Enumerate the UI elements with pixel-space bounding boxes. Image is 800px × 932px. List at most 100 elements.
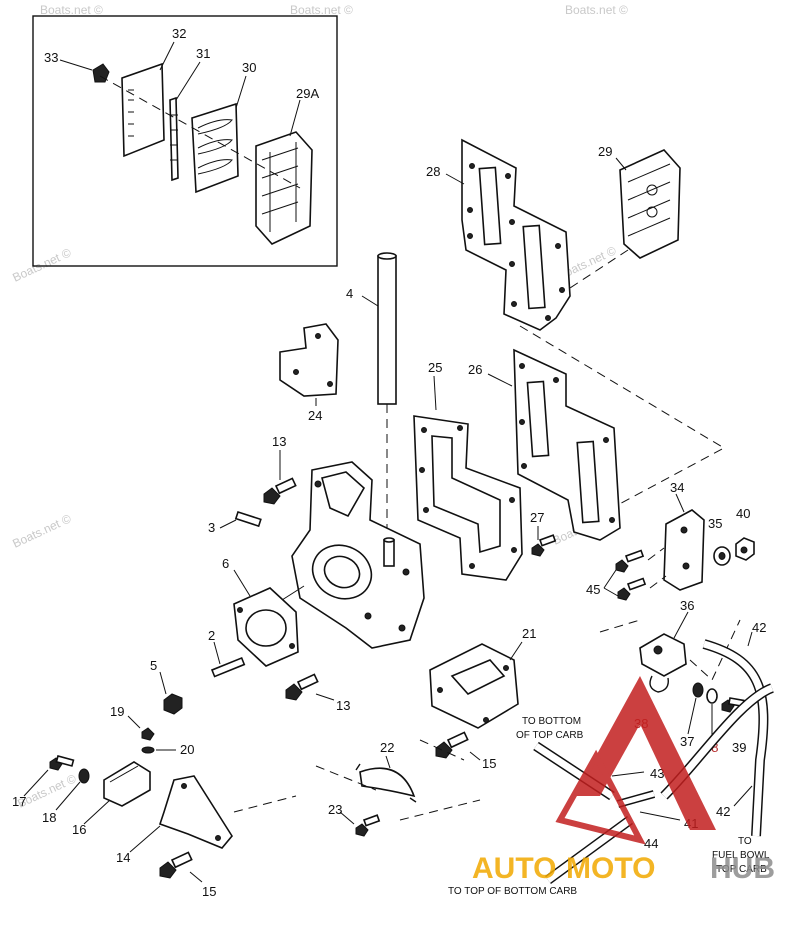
part-4-pin: 4 [346, 252, 397, 540]
assembly-centerline [519, 249, 726, 509]
part-40-nut: 40 [735, 506, 755, 561]
logo-triangle-right [640, 676, 716, 830]
callout-40: 40 [736, 506, 750, 521]
part-15-bolt-middle: 15 [435, 731, 496, 771]
part-18-washer: 18 [42, 768, 90, 825]
callout-31: 31 [196, 46, 210, 61]
callout-28: 28 [426, 164, 440, 179]
part-35-washer: 35 [708, 516, 731, 566]
callout-29: 29 [598, 144, 612, 159]
callout-39: 39 [732, 740, 746, 755]
logo-text-auto: AUTO [472, 852, 556, 885]
callout-29a: 29A [296, 86, 319, 101]
part-1-intake-manifold: 1 [270, 461, 425, 649]
part-22-clip: 22 [355, 740, 417, 803]
part-21-bracket: 21 [429, 626, 536, 729]
callout-2: 2 [208, 628, 215, 643]
part-36-fitting: 36 [639, 598, 694, 693]
part-13-bolt-upper: 13 [263, 434, 297, 505]
callout-27: 27 [530, 510, 544, 525]
callout-35: 35 [708, 516, 722, 531]
note-bottom-top-carb-line1: TO BOTTOM [522, 716, 581, 727]
part-31-reed-strip [169, 96, 179, 182]
part-26-gasket: 26 [468, 348, 621, 541]
bracket-centerline [315, 739, 481, 821]
callout-44: 44 [644, 836, 658, 851]
part-23-screw: 23 [328, 802, 381, 837]
logo-text-hub: HUB [710, 852, 775, 885]
part-29-reed-block: 29 [598, 144, 681, 259]
callout-37: 37 [680, 734, 694, 749]
callout-19: 19 [110, 704, 124, 719]
callout-32: 32 [172, 26, 186, 41]
callout-15: 15 [482, 756, 496, 771]
part-37-washer: 37 [680, 682, 704, 749]
callout-45: 45 [586, 582, 600, 597]
callout-24: 24 [308, 408, 322, 423]
watermark-text: Boats.net © [10, 245, 73, 284]
part-34-plate: 34 [663, 480, 705, 591]
callout-30: 30 [242, 60, 256, 75]
callout-17: 17 [12, 794, 26, 809]
part-24-plate: 24 [279, 323, 339, 423]
callout-15: 15 [202, 884, 216, 899]
watermark-text: Boats.net © [565, 3, 628, 17]
bracket-axis [233, 795, 297, 813]
part-15-bolt-lower: 15 [159, 851, 216, 899]
callout-26: 26 [468, 362, 482, 377]
fitting-axis [599, 619, 741, 681]
note-fuel-bowl-line3: TOP CARB [716, 864, 767, 875]
logo-inner-triangle [555, 749, 646, 845]
callout-22: 22 [380, 740, 394, 755]
callout-36: 36 [680, 598, 694, 613]
callout-43: 43 [650, 766, 664, 781]
part-3-pin: 3 [208, 510, 262, 535]
routing-notes: TO BOTTOM OF TOP CARB TO FUEL BOWL TOP C… [448, 716, 770, 897]
note-top-bottom-carb: TO TOP OF BOTTOM CARB [448, 886, 577, 897]
part-20-washer: 20 [141, 742, 194, 757]
callout-21: 21 [522, 626, 536, 641]
part-39-screw: 39 [721, 697, 746, 755]
part-30-reed-petals [191, 102, 239, 194]
part-25-gasket: 25 [413, 360, 523, 581]
plate-axis [647, 547, 667, 589]
watermark-text: Boats.net © [10, 511, 73, 550]
reed-assembly-inset: 33 32 31 30 29A [32, 15, 338, 267]
callout-34: 34 [670, 480, 684, 495]
callout-5: 5 [150, 658, 157, 673]
callout-16: 16 [72, 822, 86, 837]
part-5-nut: 5 [150, 658, 183, 715]
inset-centerline [99, 75, 301, 189]
part-29a-reed-block [255, 131, 313, 245]
part-28-gasket: 28 [426, 138, 571, 331]
part-44-hose: 44 [545, 815, 658, 885]
logo-text-moto: MOTO [566, 852, 655, 885]
callout-33: 33 [44, 50, 58, 65]
note-fuel-bowl-line2: FUEL BOWL [712, 850, 770, 861]
callout-18: 18 [42, 810, 56, 825]
note-bottom-top-carb-line2: OF TOP CARB [516, 730, 584, 741]
part-13-bolt-lower: 13 [285, 673, 350, 713]
callout-42: 42 [752, 620, 766, 635]
part-33-screw [92, 63, 110, 83]
callout-13: 13 [272, 434, 286, 449]
callout-23: 23 [328, 802, 342, 817]
callout-14: 14 [116, 850, 130, 865]
part-19-screw: 19 [110, 704, 155, 741]
part-16-clamp: 16 [72, 761, 151, 837]
inset-frame [32, 15, 338, 267]
part-2-stud: 2 [208, 628, 246, 678]
callout-4: 4 [346, 286, 353, 301]
part-45-screws: 45 [586, 549, 647, 601]
callout-42: 42 [716, 804, 730, 819]
callout-20: 20 [180, 742, 194, 757]
part-6-gasket: 6 [222, 556, 299, 667]
watermark-text: Boats.net © [40, 3, 103, 17]
part-27-screw: 27 [530, 510, 557, 557]
part-14-bracket: 14 [116, 775, 233, 865]
note-fuel-bowl-line1: TO [738, 836, 752, 847]
watermark-text: Boats.net © [290, 3, 353, 17]
callout-25: 25 [428, 360, 442, 375]
callout-3: 3 [208, 520, 215, 535]
